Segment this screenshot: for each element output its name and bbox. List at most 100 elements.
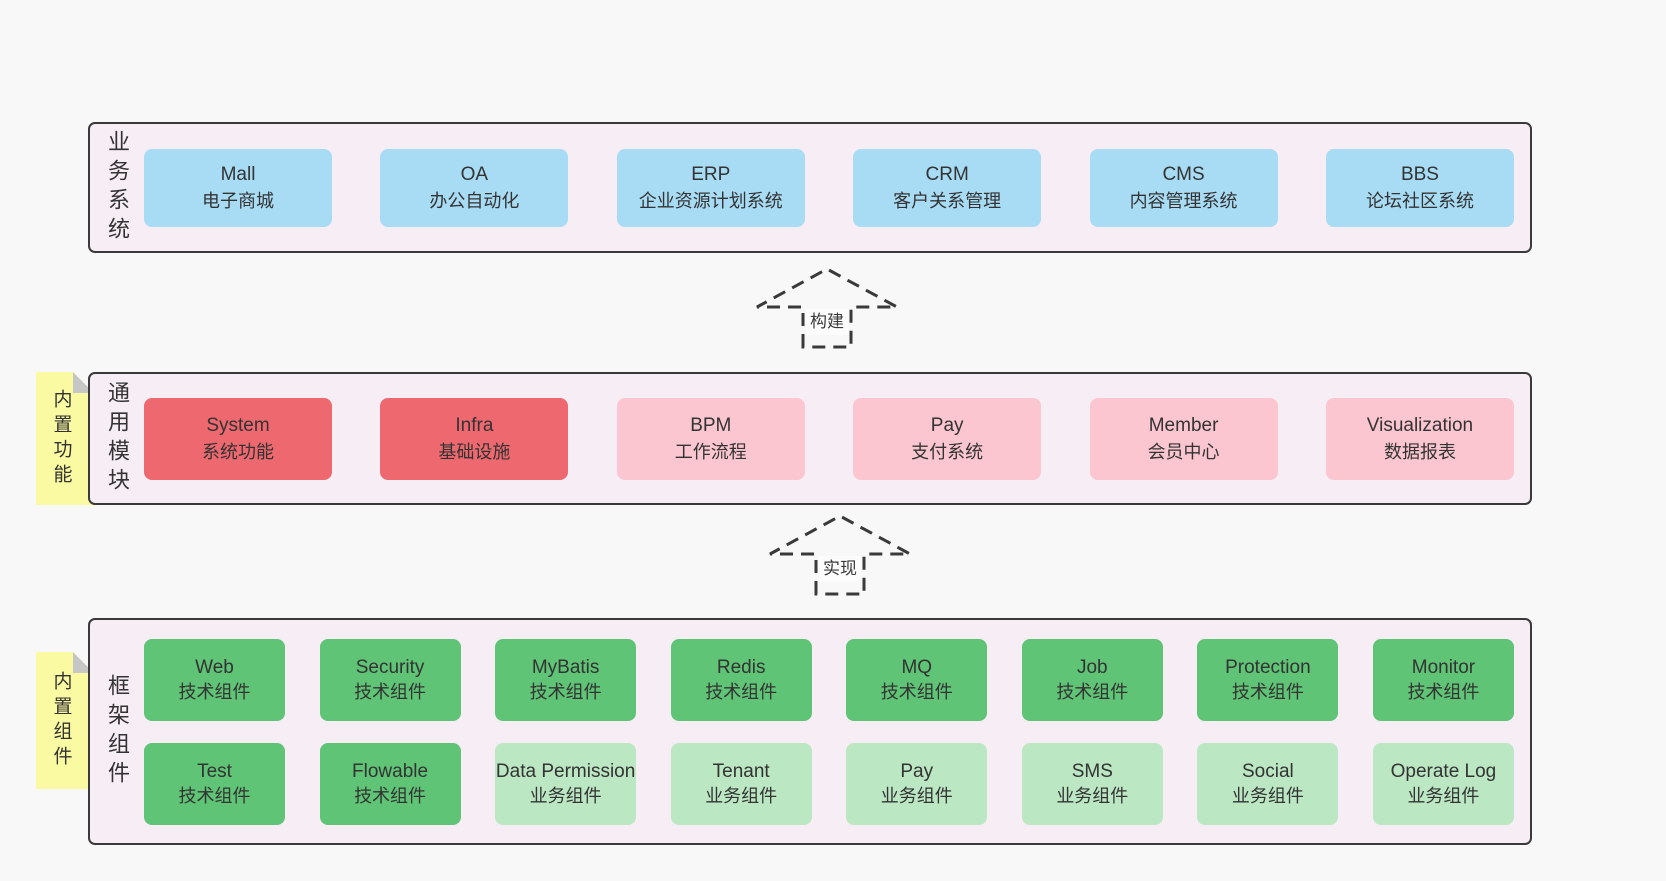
component-box-tenant: Tenant 业务组件	[670, 742, 812, 825]
tag-built-in-components: 内置组件	[36, 652, 94, 789]
module-box-infra: Infra 基础设施	[380, 397, 569, 480]
box-title: Security	[355, 656, 425, 678]
module-box-system: System 系统功能	[144, 397, 332, 480]
box-title: ERP	[691, 163, 731, 185]
arrow-up-implement-icon: 实现	[765, 513, 915, 598]
module-box-member: Member 会员中心	[1089, 397, 1278, 480]
panel-label-column: 业务系统	[90, 124, 144, 251]
box-title: Data Permission	[495, 760, 636, 782]
box-title: Mall	[220, 163, 256, 185]
module-box-bpm: BPM 工作流程	[616, 397, 805, 480]
box-subtitle: 会员中心	[1147, 441, 1220, 462]
box-title: OA	[460, 163, 489, 185]
box-row-tech: Web 技术组件 Security 技术组件 MyBatis 技术组件 Redi…	[144, 638, 1514, 721]
box-subtitle: 技术组件	[354, 681, 427, 702]
box-subtitle: 技术组件	[705, 681, 778, 702]
box-subtitle: 技术组件	[1056, 681, 1129, 702]
box-title: Visualization	[1366, 414, 1474, 436]
component-box-sms: SMS 业务组件	[1021, 742, 1163, 825]
panel-business-systems: 业务系统 Mall 电子商城 OA 办公自动化 ERP 企业资源计划系统 CRM	[88, 122, 1532, 253]
box-title: Pay	[900, 760, 934, 782]
panel-body: System 系统功能 Infra 基础设施 BPM 工作流程 Pay 支付系统…	[144, 374, 1530, 503]
box-subtitle: 技术组件	[880, 681, 953, 702]
box-title: Web	[195, 656, 234, 678]
box-title: Redis	[716, 656, 766, 678]
tag-label: 内置组件	[50, 670, 72, 771]
component-box-mq: MQ 技术组件	[846, 638, 988, 721]
system-box-crm: CRM 客户关系管理	[853, 148, 1042, 227]
box-subtitle: 企业资源计划系统	[638, 190, 783, 211]
component-box-data-permission: Data Permission 业务组件	[495, 742, 637, 825]
box-title: MQ	[901, 656, 933, 678]
system-box-mall: Mall 电子商城	[144, 148, 332, 227]
box-subtitle: 技术组件	[178, 681, 251, 702]
box-title: MyBatis	[531, 656, 600, 678]
box-subtitle: 技术组件	[1231, 681, 1304, 702]
panel-common-modules: 通用模块 System 系统功能 Infra 基础设施 BPM 工作流程 Pay	[88, 372, 1532, 505]
component-box-web: Web 技术组件	[144, 638, 285, 721]
tag-built-in-functions: 内置功能	[36, 372, 94, 505]
module-box-visualization: Visualization 数据报表	[1325, 397, 1514, 480]
box-title: Protection	[1225, 656, 1311, 678]
box-subtitle: 技术组件	[354, 785, 427, 806]
box-title: Tenant	[712, 760, 770, 782]
panel-label-column: 通用模块	[90, 374, 144, 503]
box-subtitle: 业务组件	[880, 785, 953, 806]
box-subtitle: 电子商城	[202, 190, 274, 211]
box-title: BBS	[1400, 163, 1439, 185]
panel-body: Web 技术组件 Security 技术组件 MyBatis 技术组件 Redi…	[144, 620, 1530, 843]
arrow-up-build-icon: 构建	[752, 266, 902, 351]
panel-label-column: 框架组件	[90, 620, 144, 843]
panel-title: 框架组件	[105, 673, 130, 790]
box-title: SMS	[1071, 760, 1113, 782]
box-title: BPM	[690, 414, 732, 436]
component-box-security: Security 技术组件	[319, 638, 461, 721]
system-box-oa: OA 办公自动化	[380, 148, 569, 227]
component-box-mybatis: MyBatis 技术组件	[495, 638, 637, 721]
box-title: Member	[1148, 414, 1219, 436]
box-subtitle: 论坛社区系统	[1365, 190, 1474, 211]
box-title: Monitor	[1411, 656, 1476, 678]
system-box-erp: ERP 企业资源计划系统	[616, 148, 805, 227]
box-title: Flowable	[352, 760, 429, 782]
component-box-flowable: Flowable 技术组件	[319, 742, 461, 825]
component-box-monitor: Monitor 技术组件	[1372, 638, 1514, 721]
system-box-cms: CMS 内容管理系统	[1089, 148, 1278, 227]
box-subtitle: 系统功能	[202, 441, 274, 462]
component-box-social: Social 业务组件	[1197, 742, 1339, 825]
box-title: System	[206, 414, 270, 436]
box-title: CRM	[925, 163, 969, 185]
box-title: CMS	[1162, 163, 1205, 185]
box-subtitle: 业务组件	[705, 785, 778, 806]
box-subtitle: 基础设施	[438, 441, 511, 462]
box-subtitle: 业务组件	[1407, 785, 1480, 806]
panel-title: 通用模块	[105, 380, 130, 497]
component-box-redis: Redis 技术组件	[670, 638, 812, 721]
component-box-operate-log: Operate Log 业务组件	[1372, 742, 1514, 825]
box-title: Pay	[930, 414, 964, 436]
box-row: System 系统功能 Infra 基础设施 BPM 工作流程 Pay 支付系统…	[144, 397, 1514, 480]
box-title: Test	[197, 760, 232, 782]
panel-framework-components: 框架组件 Web 技术组件 Security 技术组件 MyBatis 技术组件…	[88, 618, 1532, 845]
box-subtitle: 数据报表	[1383, 441, 1456, 462]
panel-body: Mall 电子商城 OA 办公自动化 ERP 企业资源计划系统 CRM 客户关系…	[144, 124, 1530, 251]
panel-title: 业务系统	[105, 129, 130, 246]
box-subtitle: 业务组件	[529, 785, 602, 806]
box-subtitle: 业务组件	[1056, 785, 1129, 806]
box-subtitle: 技术组件	[529, 681, 602, 702]
box-row: Mall 电子商城 OA 办公自动化 ERP 企业资源计划系统 CRM 客户关系…	[144, 148, 1514, 227]
box-subtitle: 支付系统	[911, 441, 984, 462]
box-subtitle: 技术组件	[178, 785, 251, 806]
component-box-test: Test 技术组件	[144, 742, 285, 825]
component-box-job: Job 技术组件	[1021, 638, 1163, 721]
box-row-business: Test 技术组件 Flowable 技术组件 Data Permission …	[144, 742, 1514, 825]
arrow-label: 构建	[806, 309, 848, 336]
box-subtitle: 技术组件	[1407, 681, 1480, 702]
component-box-pay: Pay 业务组件	[846, 742, 988, 825]
component-box-protection: Protection 技术组件	[1197, 638, 1339, 721]
box-title: Social	[1242, 760, 1294, 782]
box-subtitle: 业务组件	[1231, 785, 1304, 806]
box-title: Infra	[455, 414, 494, 436]
box-title: Job	[1076, 656, 1108, 678]
